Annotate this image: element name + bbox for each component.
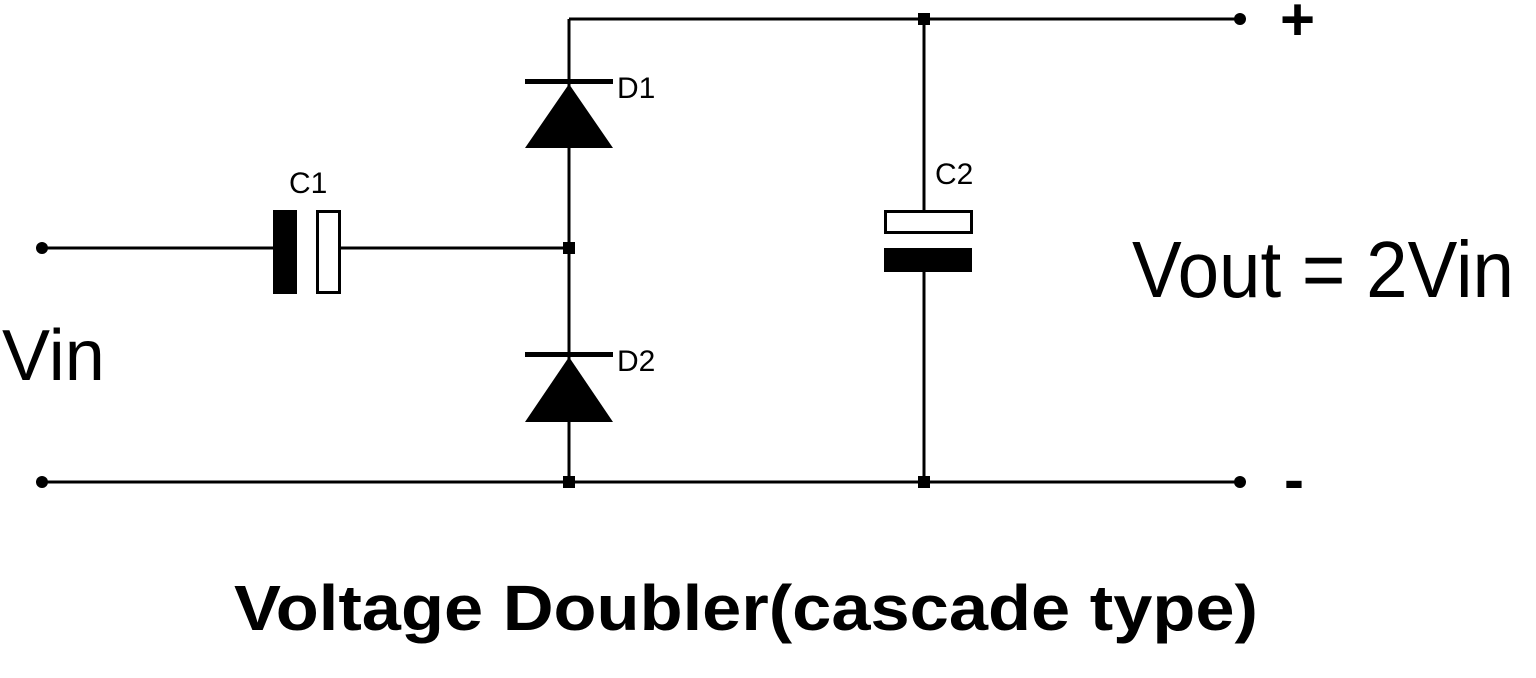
label-d1: D1 <box>617 72 655 105</box>
capacitor-c2 <box>884 210 973 272</box>
terminal-dot-input-top <box>36 242 48 254</box>
label-c2: C2 <box>935 158 973 191</box>
label-vout-equation: Vout = 2Vin <box>1132 225 1514 314</box>
label-c1: C1 <box>289 167 327 200</box>
label-vin: Vin <box>2 316 105 396</box>
junction-dot <box>918 13 930 25</box>
junction-dot <box>563 242 575 254</box>
junction-dot <box>918 476 930 488</box>
label-minus-terminal: - <box>1284 446 1304 513</box>
diode-d1 <box>525 79 613 148</box>
capacitor-c1 <box>273 210 341 294</box>
terminal-dot-output-plus <box>1234 13 1246 25</box>
terminal-dot-input-bottom <box>36 476 48 488</box>
diode-d2 <box>525 352 613 422</box>
label-d2: D2 <box>617 345 655 378</box>
terminal-dot-output-minus <box>1234 476 1246 488</box>
junction-dot <box>563 476 575 488</box>
label-plus-terminal: + <box>1280 0 1315 53</box>
diagram-title: Voltage Doubler(cascade type) <box>234 572 1258 644</box>
